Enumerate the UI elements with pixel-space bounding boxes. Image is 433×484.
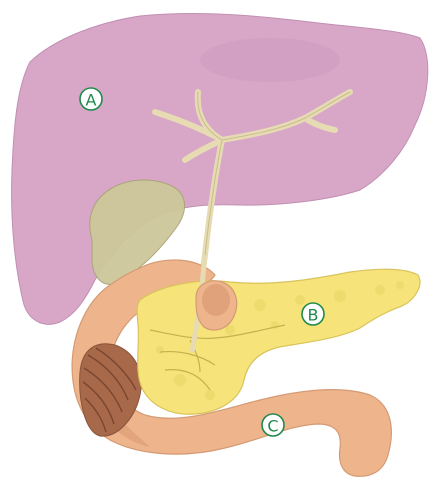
label-pancreas: B bbox=[302, 303, 324, 325]
label-duodenum: C bbox=[262, 414, 284, 436]
label-duodenum-text: C bbox=[267, 417, 278, 436]
pylorus-opening bbox=[202, 284, 230, 316]
label-pancreas-text: B bbox=[308, 306, 319, 325]
liver-shading bbox=[200, 38, 340, 82]
label-liver-text: A bbox=[86, 91, 97, 110]
label-liver: A bbox=[80, 88, 102, 110]
